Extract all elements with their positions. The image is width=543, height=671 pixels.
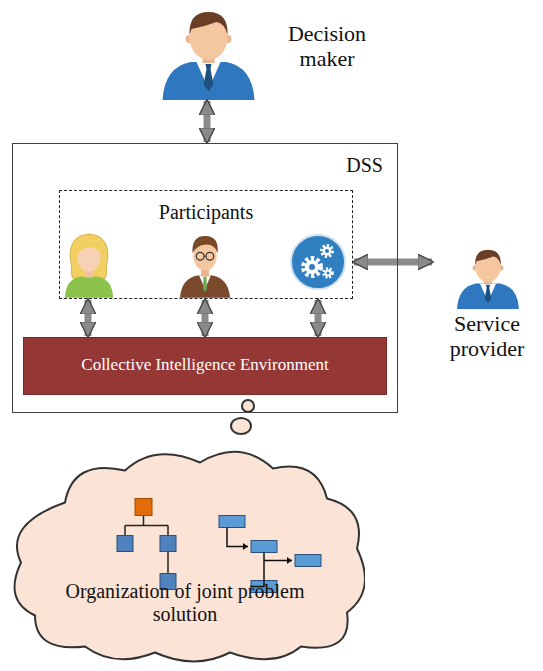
service-gear-icon-part [323,247,332,256]
double-arrow [85,300,92,336]
service-gear-icon-part [304,259,320,275]
cloud-outline [5,440,365,666]
person-icon [163,12,255,100]
service-gear-icon [291,235,345,289]
service-gear-icon-part [325,270,332,277]
tree-line [125,525,168,527]
cloud-outline [15,452,365,662]
cloud-shape: Organization of joint problem solution [5,440,365,666]
tree-line [143,516,145,526]
service-gear-icon-part [325,249,329,253]
org-chart-illustration [117,499,321,593]
double-arrow [204,101,211,142]
tree-leaf [160,536,176,552]
flow-step [219,516,245,528]
service-gear-icon-part [305,260,319,274]
service-gear-icon-part [327,272,330,275]
tree-line [167,552,169,574]
node-label: DSS [346,154,383,177]
thought-bubbles [231,400,254,434]
flow-line [227,528,248,547]
tree-root [135,499,152,516]
service-gear-icon-part [291,235,345,289]
flow-arrowhead [287,557,292,564]
service-gear-icon-part [322,246,332,256]
service-gear-icon-part [309,264,315,270]
node-label: Service provider [433,311,541,362]
flow-step [295,555,321,567]
double-arrow [354,259,432,266]
person-icon [457,250,519,309]
double-arrow [202,300,209,336]
actor-figure: Service provider [433,245,541,368]
service-gear-icon-part [324,269,332,277]
node-label: Participants [60,201,352,224]
node-label: Collective Intelligence Environment [28,355,382,375]
actor-figure: Decision maker [155,5,385,100]
flow-arrowhead [243,543,248,550]
thought-bubbles-part [231,418,251,434]
double-arrow [315,300,322,336]
group-box: Participants [59,190,353,299]
environment-band: Collective Intelligence Environment [23,337,387,395]
system-box: DSS ParticipantsCollective Intelligence E… [12,143,398,413]
tree-line [167,526,169,536]
participant-icon [180,236,230,298]
node-label: Decision maker [273,21,381,72]
tree-line [124,526,126,536]
node-label: Organization of joint problem solution [50,580,320,626]
tree-leaf [117,536,133,552]
thought-bubbles-part [242,400,254,412]
participant-icon [65,234,113,298]
flow-step [251,541,277,553]
